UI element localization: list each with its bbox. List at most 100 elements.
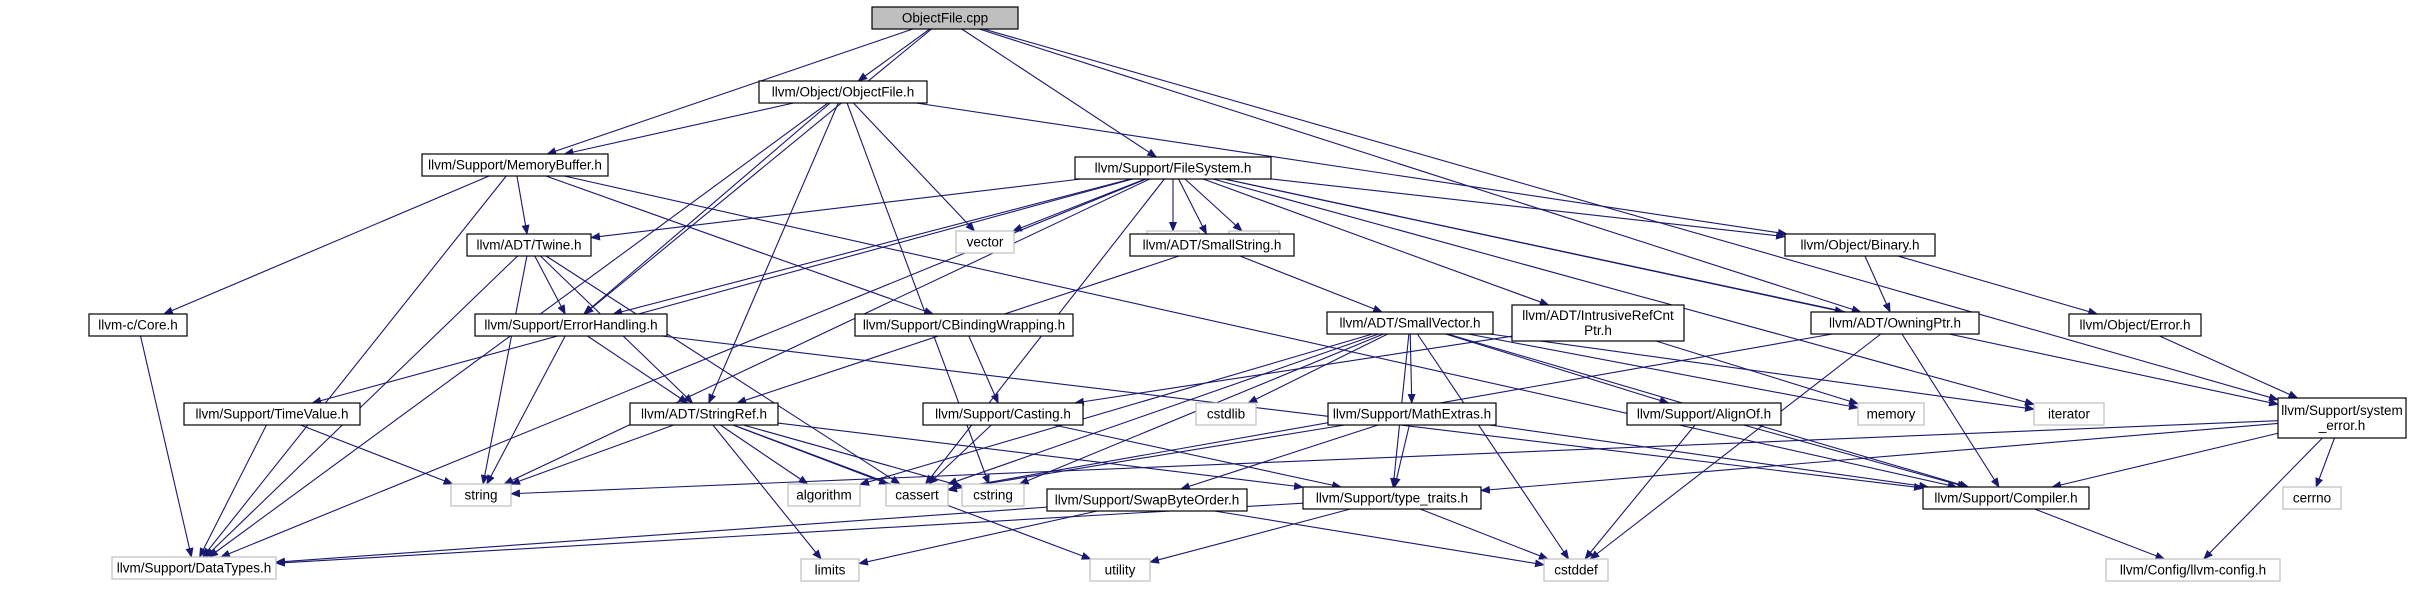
node-type_traits[interactable]: llvm/Support/type_traits.h: [1302, 486, 1482, 510]
node-box: [1511, 304, 1685, 342]
node-iterator[interactable]: iterator: [2033, 402, 2105, 426]
node-mathextras[interactable]: llvm/Support/MathExtras.h: [1327, 402, 1497, 426]
node-algorithm[interactable]: algorithm: [787, 483, 861, 507]
node-filesystem[interactable]: llvm/Support/FileSystem.h: [1074, 156, 1272, 180]
node-memory[interactable]: memory: [1857, 402, 1925, 426]
node-label: Ptr.h: [1584, 323, 1612, 338]
edge-filesystem-to-stack: [1184, 178, 1243, 232]
node-cbinding[interactable]: llvm/Support/CBindingWrapping.h: [854, 313, 1074, 337]
node-swapbyteorder[interactable]: llvm/Support/SwapByteOrder.h: [1046, 488, 1248, 512]
edge-intrusive-to-casting: [1073, 335, 1513, 406]
edge-objectfile_cpp-to-system_error: [983, 28, 2279, 402]
edge-smallvector-to-alignof: [1445, 333, 1670, 405]
edge-memorybuffer-to-twine: [516, 175, 530, 235]
node-stringref[interactable]: llvm/ADT/StringRef.h: [629, 402, 779, 426]
edge-object_objectfile-to-object_binary: [916, 102, 1788, 237]
node-label: llvm/Object/Binary.h: [1800, 238, 1919, 253]
edge-smallvector-to-mathextras: [1407, 333, 1416, 404]
node-label: llvm/ADT/IntrusiveRefCnt: [1522, 308, 1674, 323]
node-box: [1784, 233, 1936, 257]
node-utility[interactable]: utility: [1089, 558, 1151, 582]
node-box: [1074, 156, 1272, 180]
node-errorhandling[interactable]: llvm/Support/ErrorHandling.h: [474, 313, 668, 337]
node-box: [1046, 488, 1248, 512]
node-vector[interactable]: vector: [955, 230, 1015, 254]
node-cerrno[interactable]: cerrno: [2282, 486, 2342, 510]
edge-object_binary-to-owningptr: [1864, 255, 1891, 313]
node-label: llvm/Object/ObjectFile.h: [772, 85, 915, 100]
node-llvmc_core[interactable]: llvm-c/Core.h: [88, 313, 188, 337]
node-label: limits: [815, 563, 846, 578]
edge-mathextras-to-type_traits: [1392, 424, 1410, 488]
node-box: [758, 80, 928, 104]
edge-objectfile_cpp-to-memorybuffer: [546, 28, 914, 155]
node-string[interactable]: string: [450, 483, 512, 507]
edge-system_error-to-compiler: [2051, 432, 2279, 489]
node-object_error[interactable]: llvm/Object/Error.h: [2068, 313, 2202, 337]
node-twine[interactable]: llvm/ADT/Twine.h: [466, 233, 592, 257]
node-box: [955, 230, 1015, 254]
node-label: llvm/Support/FileSystem.h: [1095, 161, 1252, 176]
edge-system_error-to-type_traits: [1480, 422, 2279, 494]
node-memorybuffer[interactable]: llvm/Support/MemoryBuffer.h: [421, 153, 609, 177]
node-alignof[interactable]: llvm/Support/AlignOf.h: [1626, 402, 1782, 426]
node-limits[interactable]: limits: [800, 558, 860, 582]
node-cstdlib[interactable]: cstdlib: [1195, 402, 1257, 426]
node-timevalue[interactable]: llvm/Support/TimeValue.h: [183, 402, 361, 426]
edge-type_traits-to-datatypes: [275, 502, 1304, 567]
node-casting[interactable]: llvm/Support/Casting.h: [922, 402, 1084, 426]
node-box: [1089, 558, 1151, 582]
edge-smallstring-to-smallvector: [1239, 255, 1384, 313]
edge-smallvector-to-algorithm: [859, 333, 1373, 486]
edge-memorybuffer-to-llvmc_core: [162, 175, 490, 315]
node-box: [421, 153, 609, 177]
node-box: [885, 483, 949, 507]
node-label: llvm/Object/Error.h: [2079, 318, 2190, 333]
node-label: string: [464, 488, 497, 503]
node-label: _error.h: [2318, 418, 2366, 433]
edge-swapbyteorder-to-datatypes: [275, 506, 1048, 566]
node-system_error[interactable]: llvm/Support/system_error.h: [2277, 397, 2407, 439]
edge-owningptr-to-compiler: [1901, 333, 2000, 488]
node-box: [1195, 402, 1257, 426]
node-label: llvm/Support/system: [2281, 403, 2403, 418]
node-object_binary[interactable]: llvm/Object/Binary.h: [1784, 233, 1936, 257]
node-box: [111, 556, 277, 580]
node-objectfile_cpp[interactable]: ObjectFile.cpp: [871, 6, 1019, 30]
edge-filesystem-to-intrusive: [1202, 178, 1550, 306]
node-smallvector[interactable]: llvm/ADT/SmallVector.h: [1326, 311, 1494, 335]
node-label: llvm/Support/MemoryBuffer.h: [428, 158, 602, 173]
node-box: [88, 313, 188, 337]
edge-memorybuffer-to-datatypes: [202, 175, 507, 558]
node-box: [871, 6, 1019, 30]
edge-mathextras-to-cassert: [947, 424, 1345, 493]
node-cassert[interactable]: cassert: [885, 483, 949, 507]
node-box: [854, 313, 1074, 337]
node-cstddef[interactable]: cstddef: [1543, 558, 1609, 582]
edge-cbinding-to-casting: [968, 335, 999, 404]
node-label: llvm/Support/SwapByteOrder.h: [1055, 493, 1240, 508]
edge-object_objectfile-to-memorybuffer: [563, 102, 794, 156]
node-box: [800, 558, 860, 582]
edge-stringref-to-type_traits: [777, 422, 1304, 491]
node-datatypes[interactable]: llvm/Support/DataTypes.h: [111, 556, 277, 580]
edge-filesystem-to-timevalue: [311, 178, 1133, 405]
node-owningptr[interactable]: llvm/ADT/OwningPtr.h: [1810, 311, 1980, 335]
edge-filesystem-to-smallstring: [1178, 178, 1207, 235]
node-object_objectfile[interactable]: llvm/Object/ObjectFile.h: [758, 80, 928, 104]
node-llvm_config[interactable]: llvm/Config/llvm-config.h: [2105, 558, 2281, 582]
edge-object_objectfile-to-cstring: [846, 102, 990, 485]
node-cstring[interactable]: cstring: [961, 483, 1025, 507]
node-smallstring[interactable]: llvm/ADT/SmallString.h: [1129, 233, 1295, 257]
edge-twine-to-string: [480, 255, 528, 485]
edge-system_error-to-string: [510, 420, 2279, 498]
edge-twine-to-cassert: [545, 255, 901, 485]
node-label: llvm/ADT/Twine.h: [476, 238, 581, 253]
edge-mathextras-to-swapbyteorder: [1179, 424, 1379, 491]
edge-filesystem-to-vector: [1012, 178, 1146, 232]
edge-intrusive-to-memory: [1655, 340, 1859, 405]
node-label: llvm/ADT/SmallVector.h: [1339, 316, 1480, 331]
node-compiler[interactable]: llvm/Support/Compiler.h: [1922, 486, 2090, 510]
